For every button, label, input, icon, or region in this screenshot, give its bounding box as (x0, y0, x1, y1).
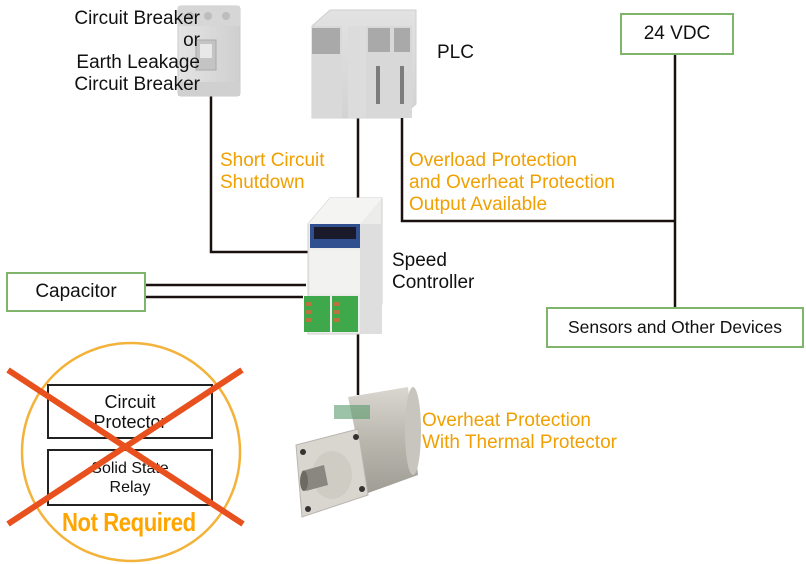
speed-controller-label: Speed Controller (392, 250, 474, 294)
annotation-line: Output Available (409, 194, 548, 215)
label-line: Controller (392, 272, 475, 293)
plc-icon (311, 9, 417, 119)
circuit-protector-box: Circuit Protector (47, 384, 213, 439)
wire-plc-to-24vdc-line (400, 118, 675, 223)
annotation-line: Overheat Protection (422, 410, 591, 431)
circuit-breaker-icon (177, 5, 241, 97)
label-line: Earth Leakage (76, 52, 200, 73)
short-circuit-annotation: Short Circuit Shutdown (220, 150, 325, 194)
power-supply-box: 24 VDC (620, 13, 734, 55)
not-required-label: Not Required (62, 507, 196, 537)
box-line: Relay (109, 478, 151, 496)
overload-annotation: Overload Protection and Overheat Protect… (409, 150, 615, 216)
motor-icon (295, 387, 421, 518)
annotation-line: With Thermal Protector (422, 432, 617, 453)
annotation-line: Short Circuit (220, 150, 325, 171)
cross-line (6, 367, 244, 527)
sensors-box: Sensors and Other Devices (546, 307, 804, 348)
capacitor-box: Capacitor (6, 272, 146, 312)
plc-label: PLC (437, 42, 474, 63)
annotation-line: and Overheat Protection (409, 172, 615, 193)
label-line: Circuit Breaker (74, 74, 200, 95)
overheat-annotation: Overheat Protection With Thermal Protect… (422, 410, 617, 454)
box-line: Circuit (104, 391, 156, 412)
box-line: Protector (93, 411, 167, 432)
cross-out-icon (6, 367, 245, 527)
label-line: Speed (392, 250, 447, 271)
label-line: or (183, 30, 200, 51)
annotation-line: Overload Protection (409, 150, 577, 171)
annotation-line: Shutdown (220, 172, 305, 193)
wire-breaker-to-controller (209, 92, 310, 254)
circuit-breaker-label: Circuit Breaker or Earth Leakage Circuit… (74, 8, 200, 96)
speed-controller-icon (304, 197, 383, 335)
label-line: Circuit Breaker (74, 8, 200, 29)
